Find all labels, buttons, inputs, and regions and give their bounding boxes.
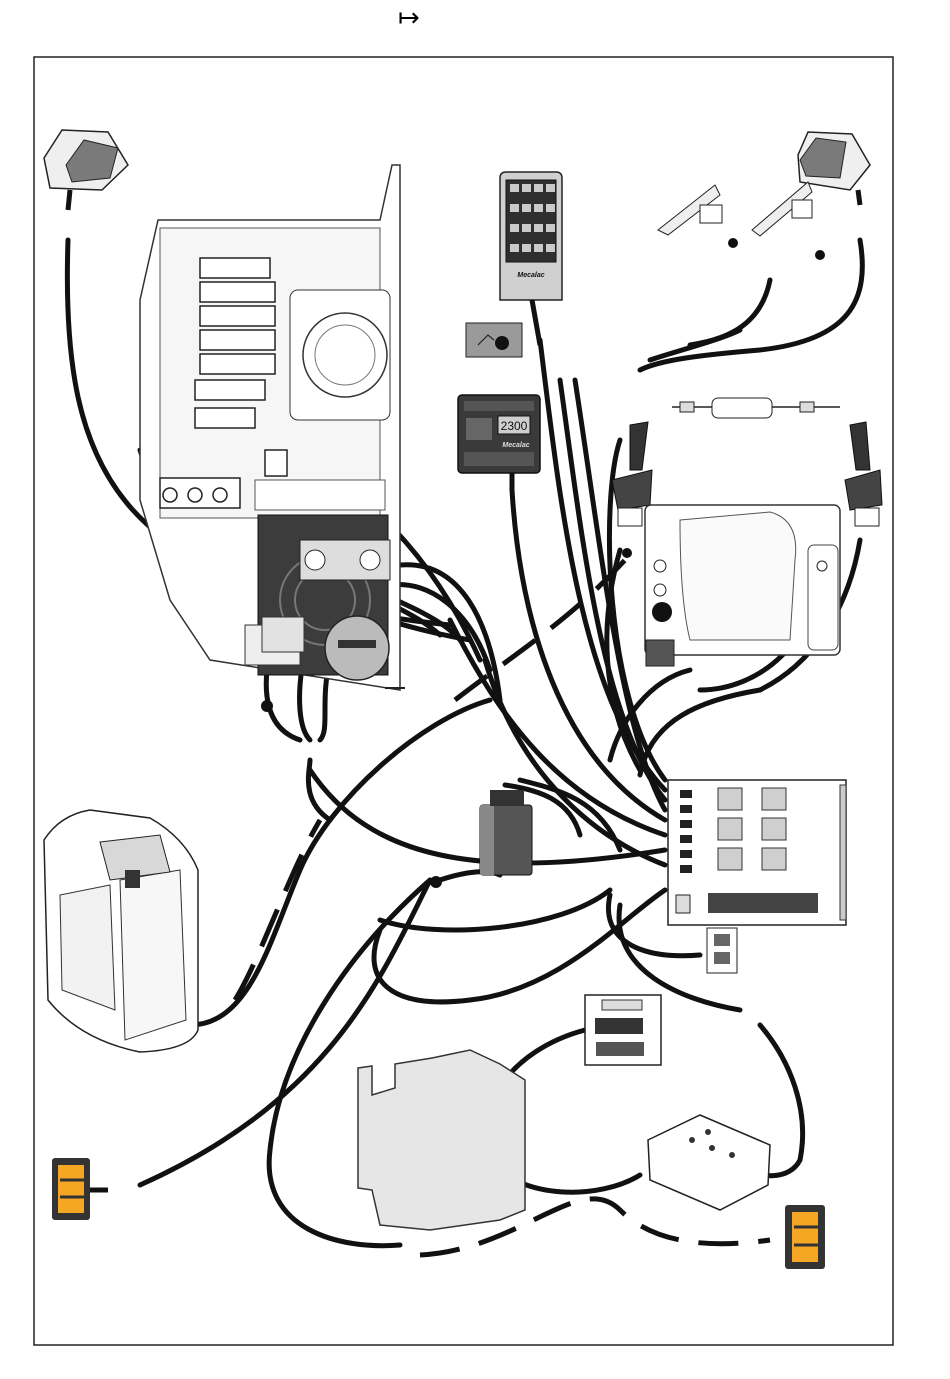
svg-text:↦: ↦: [398, 2, 420, 32]
foot-pedal-left: [658, 185, 722, 235]
beacon-lamp-left: [52, 1158, 108, 1220]
engine-ecu: [585, 995, 661, 1065]
work-light-left: [44, 130, 128, 210]
fuse-box: [707, 928, 737, 973]
rotary-switch: [466, 323, 522, 357]
control-monitor: 2300 Mecalac: [458, 395, 540, 490]
keypad-brand: Mecalac: [517, 272, 544, 279]
sensor-harness: [672, 398, 840, 418]
electronic-control-unit: [668, 780, 846, 925]
monitor-display: 2300: [501, 419, 528, 433]
joystick-right: [845, 422, 882, 526]
battery: [648, 1115, 770, 1210]
keypad-module: Mecalac: [500, 172, 562, 345]
monitor-brand: Mecalac: [502, 442, 529, 449]
header-arrow: ↦: [398, 2, 420, 32]
hydraulic-valve-assembly: [140, 165, 405, 690]
beacon-lamp-right: [785, 1205, 825, 1269]
engine: [358, 1050, 525, 1230]
battery-relay: [480, 790, 532, 875]
foot-pedal-right: [752, 182, 812, 236]
operator-seat: [645, 505, 840, 666]
operator-cab: [44, 810, 198, 1052]
